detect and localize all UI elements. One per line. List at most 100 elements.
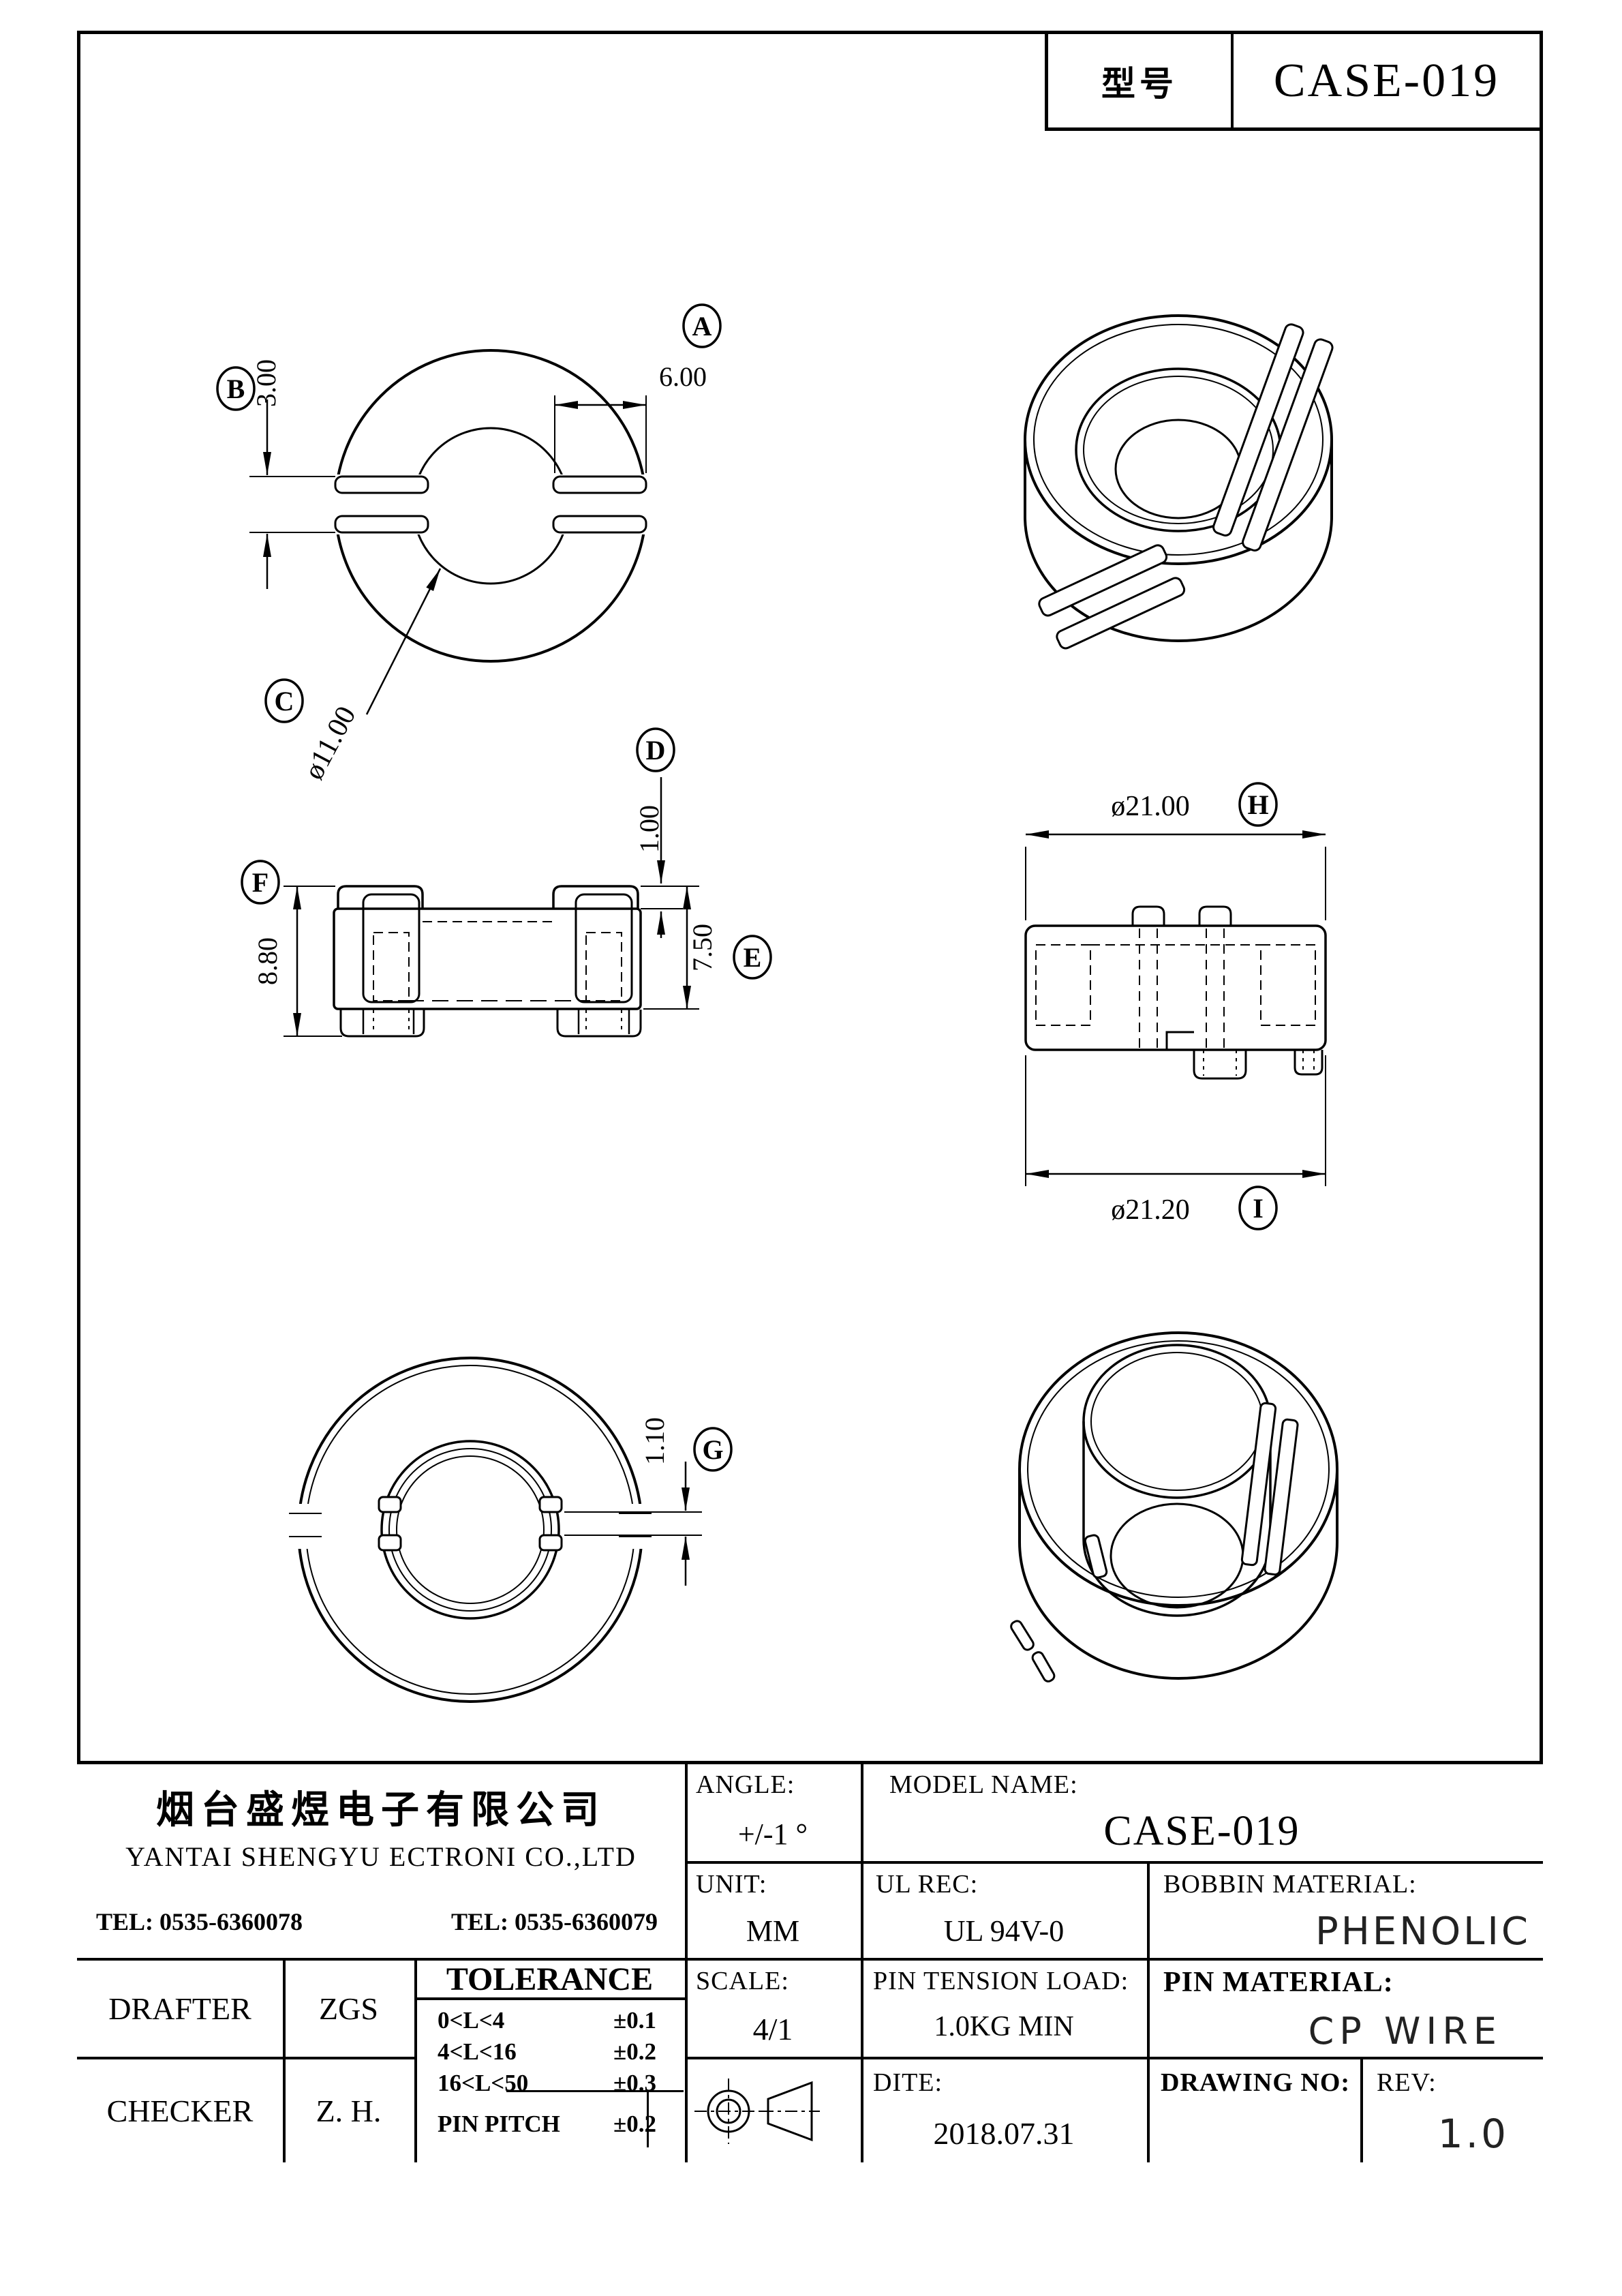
tolerance-value-3: ±0.2 xyxy=(613,2111,656,2137)
drawing-no-label: DRAWING NO: xyxy=(1161,2068,1351,2097)
checker-label-cell: CHECKER xyxy=(106,2094,254,2128)
side-view: 8.80 F 7.50 E 1.00 D xyxy=(241,727,772,1038)
tolerance-range-3: PIN PITCH xyxy=(438,2111,560,2137)
tb-line xyxy=(1147,1861,1150,2162)
company-name-en: YANTAI SHENGYU ECTRONI CO.,LTD xyxy=(125,1841,637,1872)
model-tag-box: 型号 CASE-019 xyxy=(1045,31,1543,131)
drawing-no-cell: DRAWING NO: xyxy=(1147,2059,1360,2162)
isometric-bottom-view xyxy=(1010,1331,1338,1682)
company-tel-left: TEL: 0535-6360078 xyxy=(96,1908,303,1935)
date-value: 2018.07.31 xyxy=(933,2116,1075,2151)
pin-tension-label: PIN TENSION LOAD: xyxy=(873,1967,1129,1995)
model-name-label: MODEL NAME: xyxy=(889,1770,1078,1799)
dim-g: 1.10 G xyxy=(564,1417,733,1586)
angle-cell: ANGLE: +/-1 ° xyxy=(685,1764,861,1861)
company-cell: 烟台盛煜电子有限公司 YANTAI SHENGYU ECTRONI CO.,LT… xyxy=(77,1764,685,1958)
bobbin-material-value: PHENOLIC xyxy=(1315,1909,1531,1954)
tolerance-value-2: ±0.3 xyxy=(613,2070,656,2096)
dim-a: 6.00 A xyxy=(554,303,722,473)
model-tag-label: 型号 xyxy=(1048,34,1234,127)
rev-value: 1.0 xyxy=(1437,2111,1509,2157)
company-tel-right: TEL: 0535-6360079 xyxy=(450,1908,658,1935)
tolerance-range-2: 16<L<50 xyxy=(438,2070,529,2096)
dim-e: 7.50 E xyxy=(641,886,772,1010)
angle-value: +/-1 ° xyxy=(737,1817,808,1851)
dim-h-letter: H xyxy=(1247,789,1268,820)
tb-line xyxy=(414,1997,685,2000)
tb-line xyxy=(685,1861,1543,1864)
isometric-top-view xyxy=(1024,314,1334,650)
bottom-view: 1.10 G xyxy=(289,1357,733,1703)
tb-artifact-line xyxy=(506,2090,684,2092)
tb-line xyxy=(77,2057,414,2059)
pin-material-label: PIN MATERIAL: xyxy=(1163,1967,1394,1998)
dim-b-value: 3.00 xyxy=(251,359,281,407)
tb-line xyxy=(1360,2057,1363,2162)
dim-d: 1.00 D xyxy=(634,727,683,938)
dim-g-value: 1.10 xyxy=(639,1417,670,1465)
tolerance-value-1: ±0.2 xyxy=(613,2038,656,2065)
pin-tension-value: 1.0KG MIN xyxy=(934,2011,1074,2042)
bobbin-material-label: BOBBIN MATERIAL: xyxy=(1163,1870,1417,1899)
dim-i: ø21.20 I xyxy=(1025,1055,1326,1230)
dim-a-value: 6.00 xyxy=(659,361,707,392)
dim-f: 8.80 F xyxy=(241,860,342,1037)
dim-b-letter: B xyxy=(227,374,245,404)
dim-e-letter: E xyxy=(744,942,762,973)
unit-cell: UNIT: MM xyxy=(685,1864,861,1958)
unit-label: UNIT: xyxy=(696,1870,767,1899)
drafter-label-cell: DRAFTER xyxy=(108,1991,251,2026)
tb-line xyxy=(685,2057,1543,2059)
scale-label: SCALE: xyxy=(696,1967,789,1995)
tb-line xyxy=(861,1764,863,2162)
date-cell: DITE: 2018.07.31 xyxy=(861,2059,1147,2162)
tb-line xyxy=(685,1764,688,2162)
dim-i-letter: I xyxy=(1253,1193,1264,1224)
dim-e-value: 7.50 xyxy=(687,924,718,971)
bobbin-material-cell: BOBBIN MATERIAL: PHENOLIC xyxy=(1147,1864,1543,1958)
title-block: 烟台盛煜电子有限公司 YANTAI SHENGYU ECTRONI CO.,LT… xyxy=(77,1761,1543,2162)
top-fins xyxy=(1038,323,1334,650)
dim-i-value: ø21.20 xyxy=(1111,1194,1190,1226)
scale-value: 4/1 xyxy=(752,2012,793,2046)
tolerance-range-1: 4<L<16 xyxy=(438,2038,517,2065)
tb-line xyxy=(77,1958,1543,1961)
tb-line xyxy=(414,1958,417,2162)
dim-c-value: ø11.00 xyxy=(298,701,362,785)
drafter-value-cell: ZGS xyxy=(319,1991,378,2026)
date-label: DITE: xyxy=(873,2068,943,2097)
dim-f-value: 8.80 xyxy=(252,937,283,985)
bottom-fins xyxy=(1010,1402,1299,1682)
ul-rec-value: UL 94V-0 xyxy=(943,1914,1065,1948)
dim-h: ø21.00 H xyxy=(1025,782,1326,920)
ul-rec-cell: UL REC: UL 94V-0 xyxy=(861,1864,1147,1958)
dim-f-letter: F xyxy=(252,867,269,898)
rev-cell: REV: 1.0 xyxy=(1363,2059,1543,2162)
dim-c-letter: C xyxy=(275,686,294,716)
angle-label: ANGLE: xyxy=(696,1770,795,1799)
projection-symbol-icon xyxy=(694,2079,820,2144)
model-name-value: CASE-019 xyxy=(1103,1808,1300,1854)
tolerance-value-0: ±0.1 xyxy=(613,2007,656,2034)
pin-material-cell: PIN MATERIAL: CP WIRE xyxy=(1147,1961,1543,2057)
front-view: 6.00 A 3.00 B ø11.00 C xyxy=(216,303,722,785)
dim-d-value: 1.00 xyxy=(634,805,664,853)
scale-cell: SCALE: 4/1 xyxy=(685,1961,861,2057)
diameter-view: ø21.00 H xyxy=(1024,782,1327,1230)
dim-g-letter: G xyxy=(702,1434,723,1465)
pin-material-value: CP WIRE xyxy=(1308,2010,1502,2053)
tb-artifact-line xyxy=(647,2090,649,2147)
ul-rec-label: UL REC: xyxy=(876,1870,979,1899)
dim-a-letter: A xyxy=(692,311,712,342)
unit-value: MM xyxy=(746,1914,800,1948)
rev-label: REV: xyxy=(1377,2068,1437,2097)
dim-c: ø11.00 C xyxy=(264,568,442,785)
pin-tension-cell: PIN TENSION LOAD: 1.0KG MIN xyxy=(861,1961,1147,2057)
tolerance-title: TOLERANCE xyxy=(446,1961,654,1997)
checker-value-cell: Z. H. xyxy=(316,2094,382,2128)
tb-line xyxy=(283,1958,286,2162)
dim-d-letter: D xyxy=(646,735,666,766)
company-name-cn: 烟台盛煜电子有限公司 xyxy=(156,1789,606,1832)
